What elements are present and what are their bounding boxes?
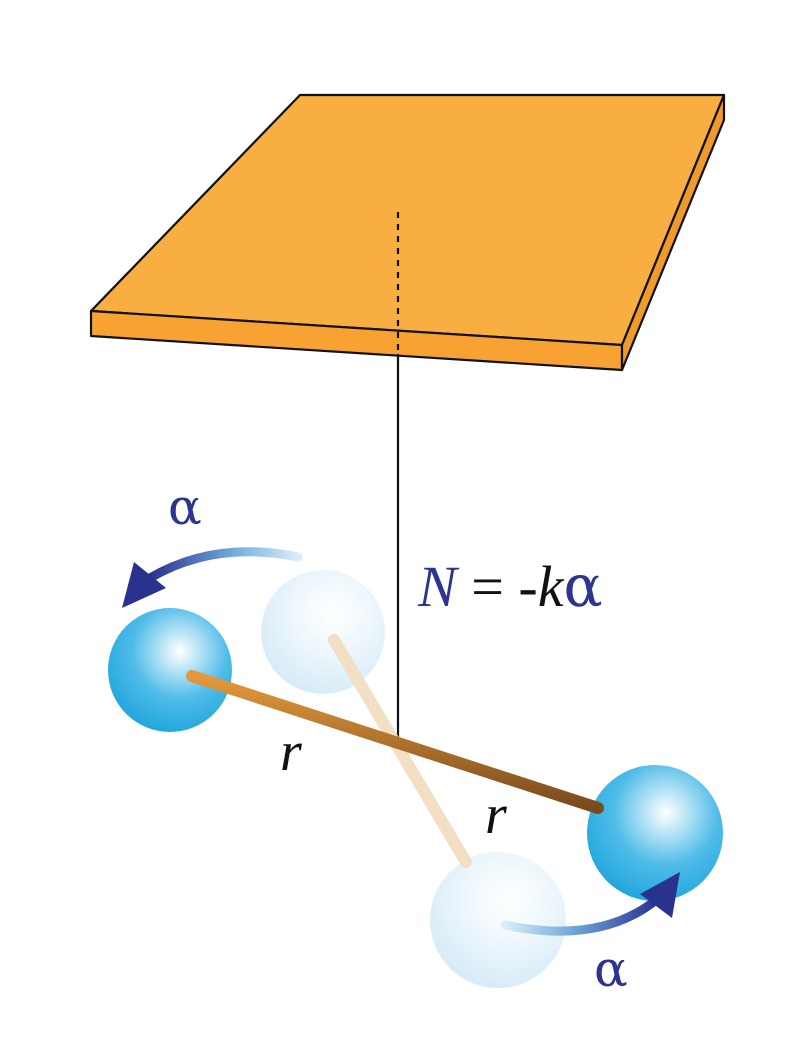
equation-alpha: α [563, 552, 602, 620]
torque-equation: N = -kα [417, 552, 603, 620]
rod [186, 670, 604, 814]
alpha-label-top: α [168, 478, 202, 536]
ghost-rod [328, 634, 472, 868]
arrow-bottom-shaft [500, 895, 661, 936]
sphere-left [108, 608, 232, 732]
initial-position-dumbbell [261, 570, 566, 988]
equation-torque-symbol: N [417, 554, 460, 619]
equation-equals-minus: = - [457, 554, 538, 619]
equation-k: k [538, 554, 565, 619]
ghost-sphere-bottom [430, 852, 566, 988]
sphere-right [587, 765, 723, 901]
alpha-label-bottom: α [594, 940, 628, 998]
plate-top-face [89, 93, 726, 347]
arrow-bottom-head [640, 872, 680, 918]
plate-side-face [620, 93, 726, 372]
support-plate [89, 93, 726, 372]
radius-label-left: r [280, 721, 302, 783]
rotation-arrow-top [122, 547, 303, 608]
rotation-arrow-bottom [500, 872, 680, 936]
arrow-top-shaft [145, 547, 303, 583]
deflected-dumbbell [108, 608, 723, 901]
arrow-top-head [122, 562, 166, 608]
radius-label-right: r [485, 784, 507, 846]
ghost-sphere-top [261, 570, 385, 694]
